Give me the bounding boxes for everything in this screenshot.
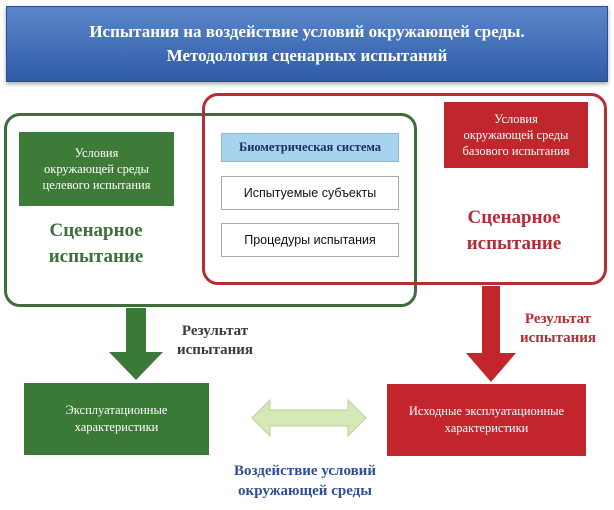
test-procedures-box: Процедуры испытания <box>221 223 399 257</box>
baseline-performance-line-1: Исходные эксплуатационные <box>408 404 565 418</box>
baseline-conditions-line-3: базового испытания <box>462 144 570 158</box>
baseline-result-line-2: испытания <box>519 330 597 346</box>
target-scenario-label: Сценарное испытание <box>26 218 166 270</box>
target-scenario-frame <box>4 113 417 307</box>
target-down-arrow <box>109 308 163 380</box>
baseline-conditions-box: Условия окружающей среды базового испыта… <box>444 102 588 168</box>
target-conditions-line-1: Условия <box>74 146 119 160</box>
comparison-double-arrow <box>251 398 367 438</box>
baseline-scenario-line-2: испытание <box>466 233 562 254</box>
impact-line-2: окружающей среды <box>238 483 372 499</box>
performance-line-1: Эксплуатационные <box>65 403 168 417</box>
target-result-label: Результат испытания <box>160 322 270 360</box>
baseline-down-arrow <box>466 286 516 382</box>
baseline-result-line-1: Результат <box>524 311 592 327</box>
impact-line-1: Воздействие условий <box>234 463 376 479</box>
performance-line-2: характеристики <box>74 420 159 434</box>
target-conditions-line-2: окружающей среды <box>44 162 149 176</box>
performance-box: Эксплуатационные характеристики <box>24 383 209 455</box>
biometric-system-box: Биометрическая система <box>221 133 399 162</box>
target-conditions-line-3: целевого испытания <box>42 178 151 192</box>
target-result-line-1: Результат <box>181 323 249 339</box>
baseline-result-label: Результат испытания <box>504 310 612 348</box>
target-scenario-line-1: Сценарное <box>49 220 143 241</box>
baseline-performance-line-2: характеристики <box>444 421 529 435</box>
target-scenario-line-2: испытание <box>48 246 144 267</box>
test-subjects-box: Испытуемые субъекты <box>221 176 399 210</box>
baseline-conditions-line-1: Условия <box>494 112 538 126</box>
title-line-1: Испытания на воздействие условий окружаю… <box>89 22 525 41</box>
environment-impact-label: Воздействие условий окружающей среды <box>200 461 410 501</box>
title-banner: Испытания на воздействие условий окружаю… <box>6 6 608 82</box>
title-line-2: Методология сценарных испытаний <box>166 46 448 65</box>
baseline-scenario-label: Сценарное испытание <box>444 205 584 257</box>
target-result-line-2: испытания <box>176 342 254 358</box>
baseline-scenario-line-1: Сценарное <box>467 207 561 228</box>
baseline-conditions-line-2: окружающей среды <box>463 128 569 142</box>
baseline-performance-box: Исходные эксплуатационные характеристики <box>387 384 586 456</box>
target-conditions-box: Условия окружающей среды целевого испыта… <box>19 132 174 206</box>
baseline-scenario-frame <box>202 93 607 285</box>
